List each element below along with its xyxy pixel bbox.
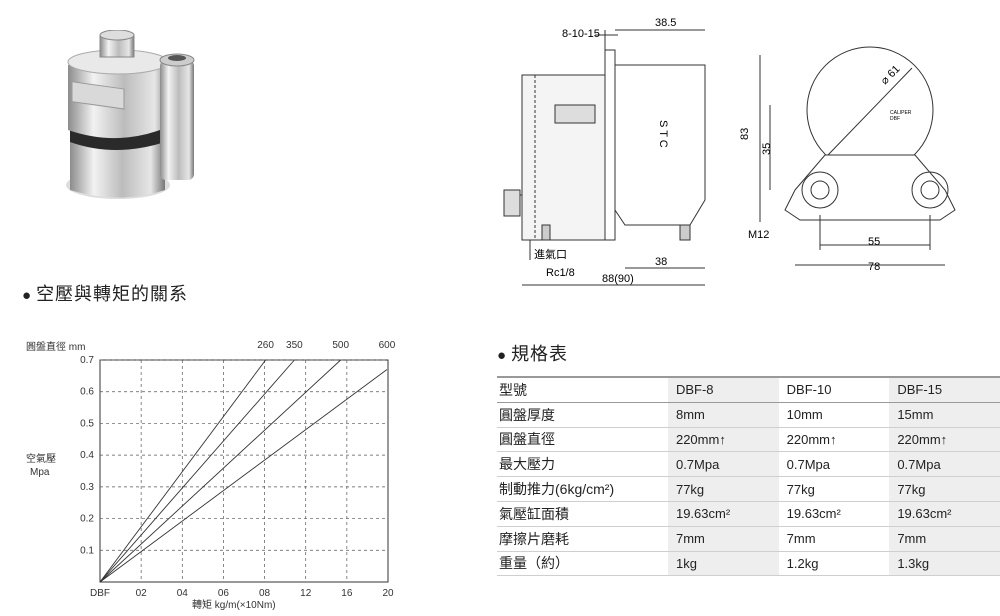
dim-78: 78 (868, 261, 880, 273)
cell: 7mm (889, 526, 1000, 552)
y-tick-label: 0.5 (80, 418, 94, 429)
cell: 7mm (667, 526, 779, 552)
spec-table: 型號 DBF-8 DBF-10 DBF-15 圓盤厚度 8mm 10mm 15m… (497, 375, 1000, 577)
y-tick-label: 0.7 (80, 355, 94, 366)
x-tick-label: 16 (341, 588, 353, 599)
row-label: 圓盤直徑 (497, 427, 668, 453)
inlet-label: 進氣口 (534, 247, 567, 261)
spec-heading: ●規格表 (497, 344, 569, 364)
row-label: 最大壓力 (497, 451, 668, 478)
header-dbf10: DBF-10 (778, 375, 890, 403)
x-axis-label: 轉矩 kg/m(×10Nm) (192, 598, 276, 611)
header-model: 型號 (497, 375, 668, 403)
x-tick-label: 02 (136, 588, 148, 599)
table-row: 最大壓力 0.7Mpa 0.7Mpa 0.7Mpa (497, 451, 1000, 478)
cell: 220mm↑ (667, 427, 779, 453)
series-label-600: 600 (379, 340, 396, 351)
stc-label: S T C (657, 120, 669, 148)
cell: 77kg (778, 476, 890, 502)
row-label: 圓盤厚度 (497, 402, 668, 428)
row-label: 重量（約） (497, 551, 668, 577)
bullet-icon: ● (497, 347, 508, 364)
table-row: 圓盤厚度 8mm 10mm 15mm (497, 402, 1000, 428)
cell: 1.3kg (889, 551, 1000, 577)
header-dbf15: DBF-15 (889, 375, 1000, 403)
dim-38-5: 38.5 (655, 17, 676, 29)
row-label: 制動推力(6kg/cm²) (497, 476, 668, 502)
series-line-350 (99, 359, 295, 583)
dim-8-10-15: 8-10-15 (562, 28, 600, 40)
cell: 1.2kg (778, 551, 890, 577)
cell: 220mm↑ (889, 427, 1000, 453)
y-tick-label: 0.4 (80, 450, 94, 461)
cell: 19.63cm² (889, 501, 1000, 527)
y-axis-unit: Mpa (30, 467, 50, 478)
header-dbf8: DBF-8 (667, 375, 779, 403)
relation-heading: ●空壓與轉矩的關系 (22, 284, 189, 304)
cell: 7mm (778, 526, 890, 552)
pressure-torque-chart: DBF 02 04 06 08 12 16 20 0.1 0.2 0.3 0.4 0.5 0.6 0.7 26… (26, 340, 396, 611)
cell: 8mm (667, 402, 779, 428)
cell: 77kg (889, 476, 1000, 502)
table-row: 摩擦片磨耗 7mm 7mm 7mm (497, 526, 1000, 552)
y-top-label: 圓盤直徑 mm (26, 340, 85, 353)
row-label: 氣壓缸面積 (497, 501, 668, 527)
table-row: 制動推力(6kg/cm²) 77kg 77kg 77kg (497, 476, 1000, 502)
plot-frame (99, 359, 389, 583)
dim-55: 55 (868, 236, 880, 248)
series-line-260 (99, 359, 266, 583)
cell: 220mm↑ (778, 427, 890, 453)
series-label-350: 350 (286, 340, 303, 351)
front-view-drawing: 83 35 55 78 ⌀ 61 CALIPER DBF M12 (740, 46, 956, 273)
dim-35: 35 (761, 143, 773, 155)
x-tick-label: 06 (218, 588, 230, 599)
dim-38: 38 (655, 256, 667, 268)
port-label: Rc1/8 (546, 267, 575, 279)
cell: 15mm (889, 402, 1000, 428)
cell: 0.7Mpa (889, 451, 1000, 478)
cell: 77kg (667, 476, 779, 502)
side-view-drawing: 8-10-15 38.5 38 88(90) S T C 進氣口 Rc1/8 (503, 17, 706, 286)
x-tick-label: 08 (259, 588, 271, 599)
y-tick-label: 0.6 (80, 387, 94, 398)
x-tick-label: 12 (300, 588, 312, 599)
product-photo (66, 30, 195, 199)
cell: 19.63cm² (667, 501, 779, 527)
y-tick-label: 0.2 (80, 514, 94, 525)
table-row: 圓盤直徑 220mm↑ 220mm↑ 220mm↑ (497, 427, 1000, 453)
cell: 10mm (778, 402, 890, 428)
dim-88-90: 88(90) (602, 273, 634, 285)
cell: 19.63cm² (778, 501, 890, 527)
bullet-icon: ● (22, 287, 33, 304)
cell: 1kg (667, 551, 779, 577)
dim-83: 83 (740, 128, 751, 140)
row-label: 摩擦片磨耗 (497, 526, 668, 552)
table-header-row: 型號 DBF-8 DBF-10 DBF-15 (497, 375, 1000, 403)
series-label-500: 500 (332, 340, 349, 351)
table-row: 重量（約） 1kg 1.2kg 1.3kg (497, 551, 1000, 577)
cell: 0.7Mpa (667, 451, 779, 478)
caliper-label: CALIPER (890, 110, 912, 116)
series-line-600 (99, 369, 388, 583)
series-label-260: 260 (257, 340, 274, 351)
y-tick-label: 0.3 (80, 482, 94, 493)
x-tick-label: 04 (177, 588, 189, 599)
thread-label: M12 (748, 229, 769, 241)
table-row: 氣壓缸面積 19.63cm² 19.63cm² 19.63cm² (497, 501, 1000, 527)
y-axis-label: 空氣壓 (26, 452, 56, 465)
dbf-small-label: DBF (890, 116, 900, 122)
cell: 0.7Mpa (778, 451, 890, 478)
x-tick-label: DBF (90, 588, 110, 599)
x-tick-label: 20 (382, 588, 394, 599)
series-line-500 (99, 359, 341, 583)
y-tick-label: 0.1 (80, 545, 94, 556)
